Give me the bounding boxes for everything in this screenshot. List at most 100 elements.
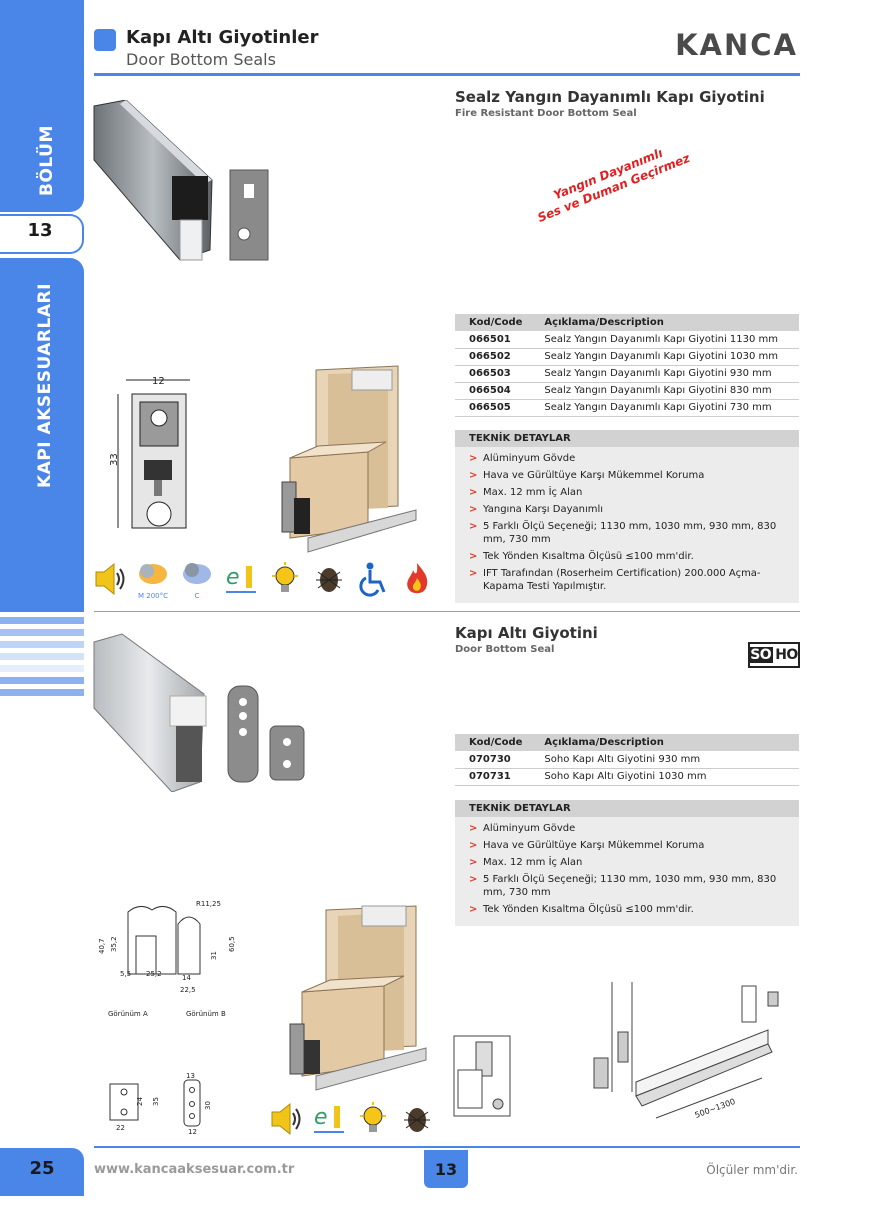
row-desc: Sealz Yangın Dayanımlı Kapı Giyotini 113… [530,331,799,349]
header-rule [94,73,800,76]
dim-label: 60,5 [228,936,236,952]
page-subtitle: Door Bottom Seals [126,50,276,69]
row-code: 066503 [455,365,531,383]
list-item: >5 Farklı Ölçü Seçeneği; 1130 mm, 1030 m… [469,873,793,899]
arrow-icon: > [469,874,478,885]
product2-technical-drawing: R11,25 40,7 35,2 5,5 25,2 14 22,5 31 60,… [98,900,236,1018]
page-title: Kapı Altı Giyotinler [126,27,319,48]
section-label: BÖLÜM [37,125,57,196]
list-item: > Max. 12 mm İç Alan [469,486,793,499]
product2-subtitle: Door Bottom Seal [455,644,555,655]
dim-label: 5,5 [120,970,131,978]
easy-install-icon: e [224,560,258,598]
svg-text:e: e [314,1105,328,1130]
dim-label: 22,5 [180,986,196,994]
row-code: 066502 [455,348,531,366]
sound-icon [268,1100,302,1138]
brand-logo: KANCA [675,28,798,62]
dim-label: 30 [204,1101,212,1110]
product2-installation-sketch-b: 500~1300 [593,982,779,1120]
dim-label: 14 [182,974,191,982]
svg-text:e: e [226,565,240,590]
dim-label: 12 [188,1128,197,1134]
tech-item-text: Yangına Karşı Dayanımlı [483,504,604,515]
page-number: 25 [29,1158,55,1179]
tech-item-text: Max. 12 mm İç Alan [483,857,583,868]
list-item: > Yangına Karşı Dayanımlı [469,503,793,516]
product2-plate-drawings: 24 35 22 13 30 12 [109,1072,212,1134]
dim-height: 33 [109,453,120,466]
tech-item-text: 5 Farklı Ölçü Seçeneği; 1130 mm, 1030 mm… [483,874,777,898]
easy-install-icon: e [312,1100,346,1138]
list-item: >5 Farklı Ölçü Seçeneği; 1130 mm, 1030 m… [469,520,793,546]
fire-icon [400,560,434,598]
product1-tech-details: TEKNİK DETAYLAR >Alüminyum Gövde >Hava v… [455,430,799,603]
header-marker [94,29,116,51]
footer-section-number: 13 [434,1160,458,1179]
side-stripes [0,612,84,702]
row-code: 070731 [455,768,531,786]
col-code: Kod/Code [455,734,531,751]
dim-label: 35,2 [110,936,118,952]
tech-item-text: IFT Tarafından (Roserheim Certification)… [483,568,761,592]
list-item: > Tek Yönden Kısaltma Ölçüsü ≤100 mm'dir. [469,550,793,563]
arrow-icon: > [469,568,478,579]
arrow-icon: > [469,521,478,532]
soho-logo-left: SO [748,647,774,663]
row-desc: Soho Kapı Altı Giyotini 930 mm [530,751,799,769]
smoke-cloud-icon: C [180,560,214,600]
arrow-icon: > [469,840,478,851]
product2-installation-sketch-a [453,1035,511,1117]
insect-icon [400,1100,434,1138]
tech-item-text: Hava ve Gürültüye Karşı Mükemmel Koruma [483,840,705,851]
tech-item-text: Max. 12 mm İç Alan [483,487,583,498]
wheelchair-icon [356,560,390,598]
soho-logo-right: HO [775,647,798,663]
view-a-label: Görünüm A [108,1010,148,1018]
tech-item-text: Tek Yönden Kısaltma Ölçüsü ≤100 mm'dir. [483,551,694,562]
dim-width: 12 [152,376,165,387]
fire-resistant-stamp: Yangın Dayanımlı Ses ve Duman Geçirmez [530,137,692,226]
tech-item-text: 5 Farklı Ölçü Seçeneği; 1130 mm, 1030 mm… [483,521,777,545]
dim-label: 13 [186,1072,195,1080]
row-desc: Sealz Yangın Dayanımlı Kapı Giyotini 830… [530,382,799,400]
light-icon [268,560,302,598]
sound-icon [92,560,126,598]
light-icon [356,1100,390,1138]
dim-label: 31 [210,951,218,960]
website-link[interactable]: www.kancaaksesuar.com.tr [94,1162,295,1177]
footer-section-tab [424,1150,468,1188]
dim-label: 40,7 [98,938,106,954]
list-item: >Tek Yönden Kısaltma Ölçüsü ≤100 mm'dir. [469,903,793,916]
col-code: Kod/Code [455,314,531,331]
list-item: >Alüminyum Gövde [469,822,793,835]
tech-title: TEKNİK DETAYLAR [455,430,799,447]
col-description: Açıklama/Description [530,314,799,331]
arrow-icon: > [469,857,478,868]
list-item: >Hava ve Gürültüye Karşı Mükemmel Koruma [469,469,793,482]
arrow-icon: > [469,487,478,498]
smoke-cloud-caption: C [194,592,200,600]
tech-item-text: Alüminyum Gövde [483,453,576,464]
side-band-main [0,258,84,612]
arrow-icon: > [469,551,478,562]
row-desc: Sealz Yangın Dayanımlı Kapı Giyotini 103… [530,348,799,366]
arrow-icon: > [469,504,478,515]
range-label: 500~1300 [694,1097,737,1120]
product2-tech-details: TEKNİK DETAYLAR >Alüminyum Gövde >Hava v… [455,800,799,926]
insect-icon [312,560,346,598]
product1-door-illustration [281,365,417,553]
row-desc: Soho Kapı Altı Giyotini 1030 mm [530,768,799,786]
product1-feature-icons: M 200°C C e [92,560,434,600]
view-b-label: Görünüm B [186,1010,226,1018]
drawing-r-label: R11,25 [196,900,221,908]
row-desc: Sealz Yangın Dayanımlı Kapı Giyotini 930… [530,365,799,383]
product2-title: Kapı Altı Giyotini [455,624,598,642]
tech-item-text: Hava ve Gürültüye Karşı Mükemmel Koruma [483,470,705,481]
